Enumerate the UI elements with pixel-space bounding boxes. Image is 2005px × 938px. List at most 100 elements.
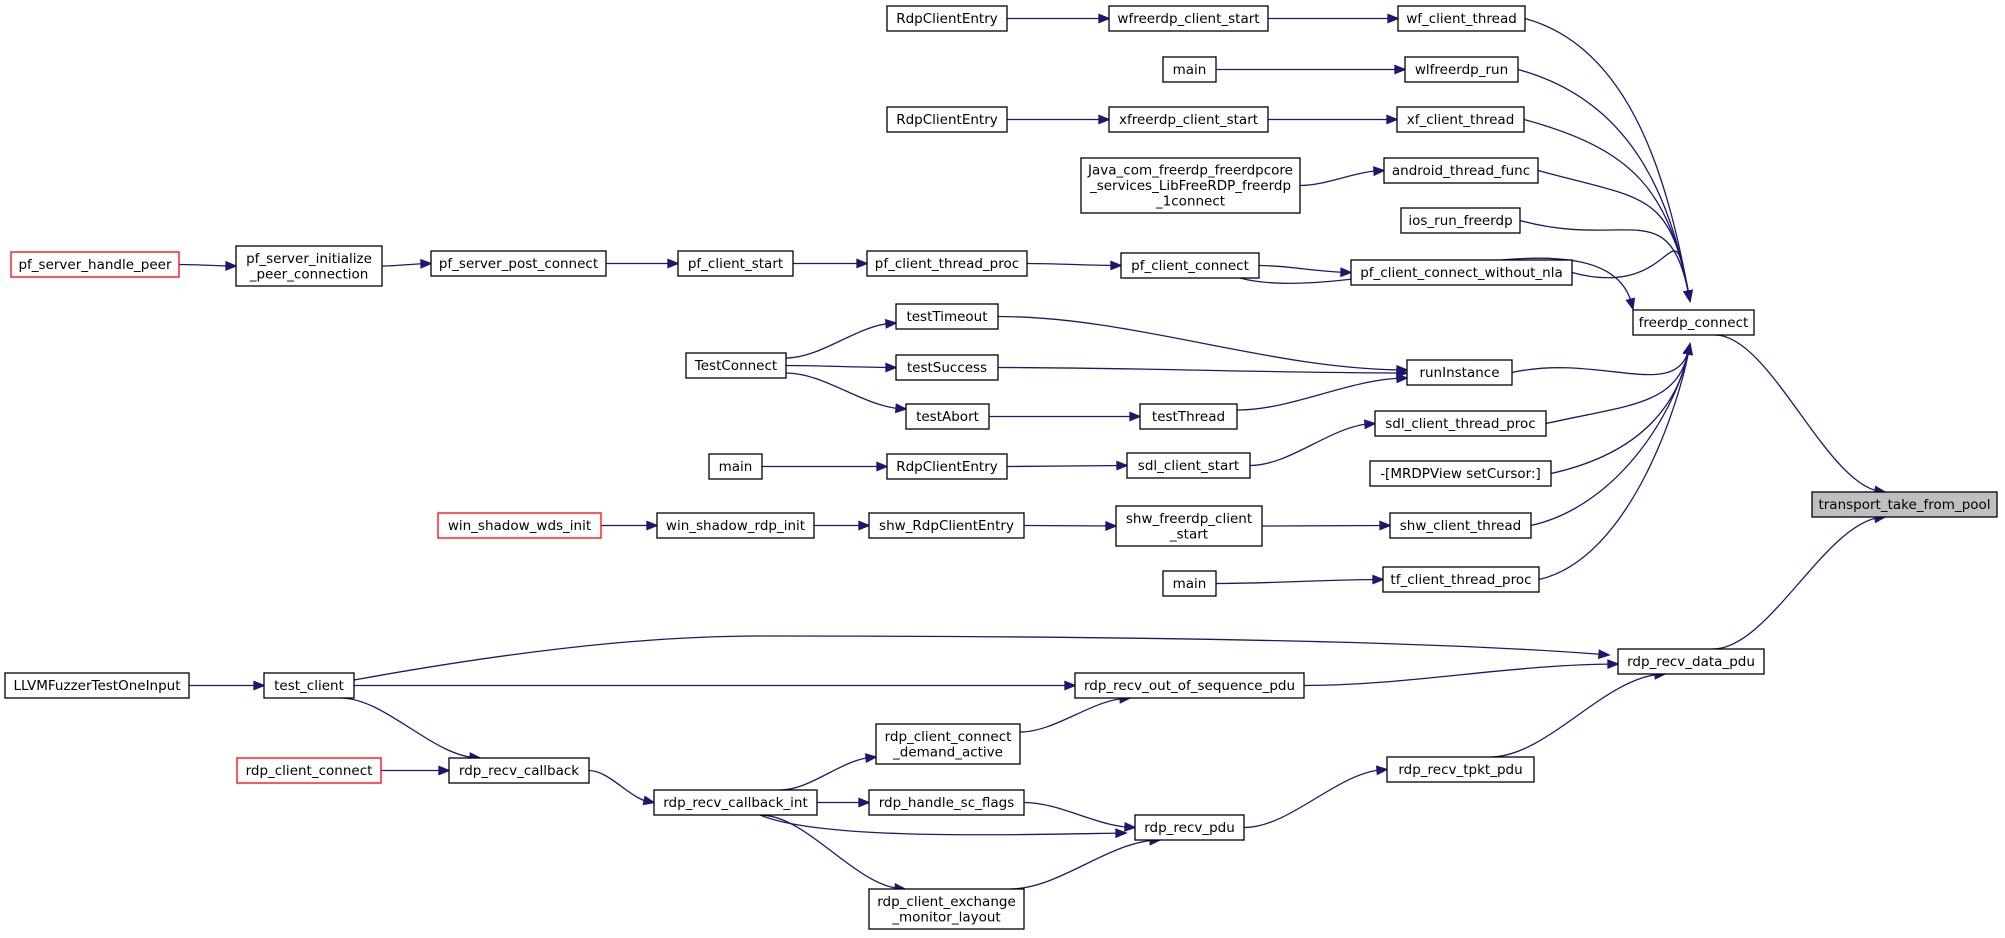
node-mrdpview-setcursor[interactable]: -[MRDPView setCursor:] — [1369, 460, 1552, 487]
node-pf-client-connect[interactable]: pf_client_connect — [1120, 252, 1260, 279]
node-label: rdp_client_exchange — [877, 894, 1016, 910]
node-rdpclient-entry-wf[interactable]: RdpClientEntry — [886, 5, 1008, 32]
node-xfreerdp-client-start[interactable]: xfreerdp_client_start — [1108, 106, 1269, 133]
node-testabort[interactable]: testAbort — [905, 403, 990, 430]
edge-line — [1530, 343, 1691, 527]
node-rdp-recv-tpkt-pdu[interactable]: rdp_recv_tpkt_pdu — [1386, 756, 1535, 783]
node-runinstance[interactable]: runInstance — [1406, 359, 1513, 386]
node-pf-server-handle-peer[interactable]: pf_server_handle_peer — [10, 251, 180, 278]
node-label: pf_client_connect — [1131, 258, 1249, 274]
edge-arrowhead — [1116, 460, 1129, 471]
edge-win-shadow-wds-init-to-win-shadow-rdp-init — [600, 520, 659, 531]
node-label: rdp_recv_tpkt_pdu — [1398, 762, 1522, 778]
edge-rdp-recv-callback-int-to-rdp-recv-pdu — [759, 814, 1128, 839]
node-label: wf_client_thread — [1406, 11, 1517, 27]
node-box — [685, 352, 787, 379]
node-transport-take-from-pool[interactable]: transport_take_from_pool — [1811, 491, 1998, 518]
node-rdpclient-entry-sdl[interactable]: RdpClientEntry — [886, 453, 1008, 480]
node-rdp-client-exchange-monitor-layout[interactable]: rdp_client_exchange_monitor_layout — [868, 888, 1025, 930]
edge-line — [785, 372, 907, 410]
node-label: pf_client_connect_without_nla — [1360, 265, 1563, 281]
node-label: rdp_recv_callback_int — [663, 795, 808, 811]
edge-win-shadow-rdp-init-to-shw-rdpcliententry — [813, 520, 871, 531]
node-shw-freerdp-client-start[interactable]: shw_freerdp_client_start — [1115, 505, 1263, 547]
node-main-tf[interactable]: main — [1162, 570, 1217, 597]
node-android-thread-func[interactable]: android_thread_func — [1383, 157, 1539, 184]
node-label: shw_client_thread — [1400, 518, 1521, 534]
node-box — [1374, 410, 1547, 437]
node-pf-server-post-connect[interactable]: pf_server_post_connect — [430, 250, 607, 277]
node-box — [1350, 259, 1573, 286]
node-label: testTimeout — [906, 309, 987, 325]
edges-layer — [178, 13, 1887, 893]
node-testsuccess[interactable]: testSuccess — [895, 354, 999, 381]
node-box — [868, 888, 1025, 930]
node-java-connect[interactable]: Java_com_freerdp_freerdpcore_services_Li… — [1080, 157, 1301, 214]
edge-main-wl-to-wlfreerdp-run — [1216, 64, 1407, 75]
node-label: sdl_client_start — [1138, 458, 1239, 474]
node-box — [708, 453, 763, 480]
node-box — [1389, 512, 1532, 539]
node-box — [1108, 106, 1269, 133]
node-win-shadow-rdp-init[interactable]: win_shadow_rdp_init — [656, 512, 815, 539]
edge-line — [1243, 768, 1388, 829]
node-box — [1115, 505, 1263, 547]
node-box — [866, 250, 1028, 277]
node-llvmfuzzertestoneinput[interactable]: LLVMFuzzerTestOneInput — [4, 672, 190, 699]
node-rdp-handle-sc-flags[interactable]: rdp_handle_sc_flags — [868, 789, 1025, 816]
edge-line — [997, 366, 1408, 374]
edge-pf-server-initialize-peer-connection-to-pf-server-post-connect — [381, 258, 433, 269]
node-wfreerdp-client-start[interactable]: wfreerdp_client_start — [1108, 5, 1269, 32]
node-shw-rdpcliententry[interactable]: shw_RdpClientEntry — [868, 512, 1025, 539]
edge-test-client-to-rdp-recv-data-pdu — [353, 635, 1611, 681]
node-label: rdp_handle_sc_flags — [879, 795, 1015, 811]
node-box — [1074, 672, 1305, 699]
node-box — [1369, 460, 1552, 487]
node-main-wl[interactable]: main — [1162, 56, 1217, 83]
node-box — [1397, 5, 1526, 32]
edge-line — [785, 322, 897, 359]
node-wf-client-thread[interactable]: wf_client_thread — [1397, 5, 1526, 32]
node-tf-client-thread-proc[interactable]: tf_client_thread_proc — [1382, 566, 1540, 593]
node-rdp-recv-data-pdu[interactable]: rdp_recv_data_pdu — [1617, 648, 1765, 675]
node-shw-client-thread[interactable]: shw_client_thread — [1389, 512, 1532, 539]
edge-line — [1026, 262, 1122, 267]
node-sdl-client-thread-proc[interactable]: sdl_client_thread_proc — [1374, 410, 1547, 437]
node-rdpclient-entry-xf[interactable]: RdpClientEntry — [886, 106, 1008, 133]
node-rdp-recv-out-of-sequence-pdu[interactable]: rdp_recv_out_of_sequence_pdu — [1074, 672, 1305, 699]
node-xf-client-thread[interactable]: xf_client_thread — [1396, 106, 1525, 133]
node-sdl-client-start[interactable]: sdl_client_start — [1126, 452, 1251, 479]
edge-line — [759, 814, 1127, 836]
edge-rdp-recv-out-of-sequence-pdu-to-rdp-recv-data-pdu — [1303, 659, 1620, 687]
node-box — [236, 757, 382, 784]
node-rdp-client-connect[interactable]: rdp_client_connect — [236, 757, 382, 784]
edge-arrowhead — [885, 362, 898, 373]
edge-rdp-recv-callback-int-to-rdp-client-exchange-monitor-layout — [759, 814, 907, 893]
node-rdp-recv-callback[interactable]: rdp_recv_callback — [448, 757, 590, 784]
node-rdp-client-connect-demand-active[interactable]: rdp_client_connect_demand_active — [875, 723, 1021, 765]
node-pf-client-start[interactable]: pf_client_start — [677, 250, 794, 277]
node-box — [4, 672, 190, 699]
nodes-layer: transport_take_from_pool freerdp_connectr… — [4, 5, 1998, 930]
node-pf-server-initialize-peer-connection[interactable]: pf_server_initialize_peer_connection — [235, 245, 383, 287]
node-wlfreerdp-run[interactable]: wlfreerdp_run — [1404, 56, 1519, 83]
edge-line — [1019, 697, 1131, 733]
node-test-client[interactable]: test_client — [263, 672, 355, 699]
edge-llvmfuzzertestoneinput-to-test-client — [188, 680, 266, 691]
node-rdp-recv-pdu[interactable]: rdp_recv_pdu — [1134, 814, 1245, 841]
node-box — [1404, 56, 1519, 83]
node-testthread[interactable]: testThread — [1139, 403, 1238, 430]
node-testconnect[interactable]: TestConnect — [685, 352, 787, 379]
node-box — [1383, 157, 1539, 184]
node-win-shadow-wds-init[interactable]: win_shadow_wds_init — [437, 512, 602, 539]
node-box — [1382, 566, 1540, 593]
edge-rdp-recv-pdu-to-rdp-recv-tpkt-pdu — [1243, 765, 1389, 829]
node-rdp-recv-callback-int[interactable]: rdp_recv_callback_int — [653, 789, 818, 816]
edge-arrowhead — [1625, 297, 1636, 311]
node-pf-client-connect-without-nla[interactable]: pf_client_connect_without_nla — [1350, 259, 1573, 286]
node-freerdp-connect[interactable]: freerdp_connect — [1632, 309, 1755, 336]
node-main-sdl[interactable]: main — [708, 453, 763, 480]
node-ios-run-freerdp[interactable]: ios_run_freerdp — [1400, 207, 1521, 234]
node-testtimeout[interactable]: testTimeout — [895, 303, 999, 330]
node-pf-client-thread-proc[interactable]: pf_client_thread_proc — [866, 250, 1028, 277]
